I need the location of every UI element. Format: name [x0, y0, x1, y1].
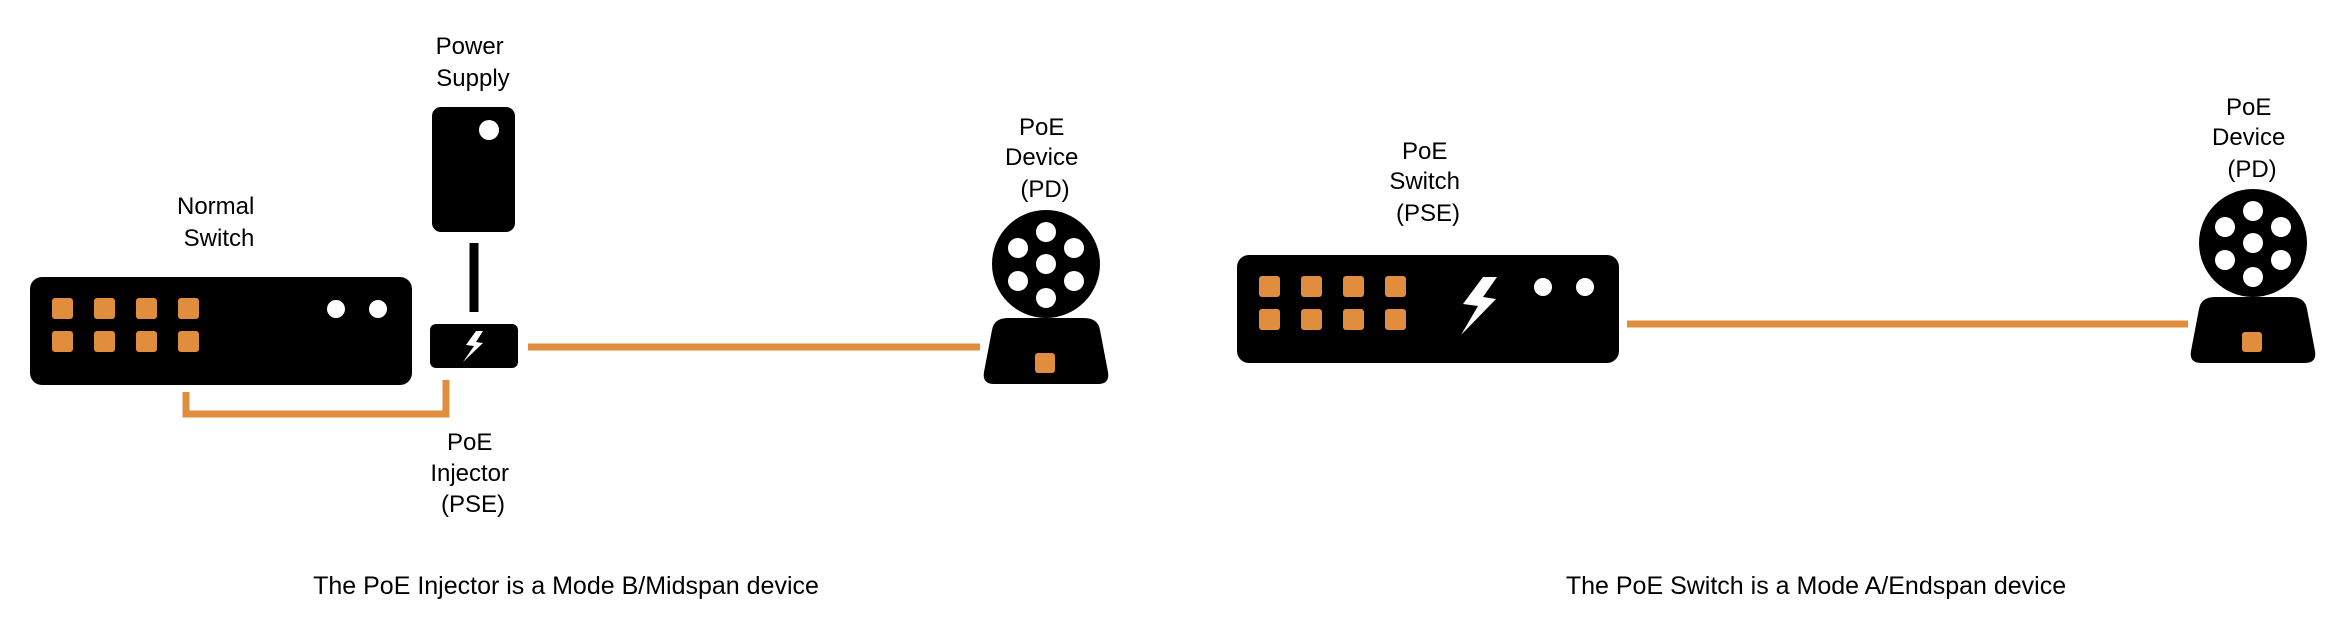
status-led [369, 300, 387, 318]
poe-injector-label: PoE Injector (PSE) [430, 429, 515, 518]
status-led [1576, 278, 1594, 296]
switch-port [136, 331, 157, 352]
lens-dot [2243, 267, 2263, 287]
switch-port [1301, 309, 1322, 330]
poe-switch-icon [1237, 255, 1619, 363]
left-caption: The PoE Injector is a Mode B/Midspan dev… [313, 572, 819, 600]
switch-port [1343, 276, 1364, 297]
switch-port [52, 298, 73, 319]
poe-switch-label: PoE Switch (PSE) [1389, 138, 1466, 227]
left-poe-device-label: PoE Device (PD) [1005, 114, 1085, 203]
poe-device-icon [2190, 189, 2316, 363]
device-body [2190, 297, 2316, 363]
device-body [983, 318, 1109, 384]
right-scenario: PoE Switch (PSE) PoE Device (PD) [1237, 94, 2316, 600]
lens-dot [1008, 271, 1028, 291]
switch-port [178, 298, 199, 319]
network-switch-icon [30, 277, 412, 385]
right-caption: The PoE Switch is a Mode A/Endspan devic… [1566, 572, 2066, 600]
lens-dot [2215, 217, 2235, 237]
power-supply-label: Power Supply [436, 33, 511, 92]
lens-dot [1064, 271, 1084, 291]
poe-device-icon [983, 210, 1109, 384]
left-scenario: Normal Switch Power Supply [30, 33, 1109, 600]
power-brick-icon [432, 107, 515, 232]
lightning-bolt-icon [1461, 277, 1497, 335]
normal-switch-label: Normal Switch [177, 193, 261, 252]
power-supply-indicator [479, 120, 499, 140]
normal-switch-body [30, 277, 412, 385]
switch-port [1385, 309, 1406, 330]
switch-port [1259, 276, 1280, 297]
switch-port [1301, 276, 1322, 297]
status-led [1534, 278, 1552, 296]
lens-dot [1064, 238, 1084, 258]
switch-port [94, 298, 115, 319]
lens-dot [2271, 250, 2291, 270]
lens-dot [2215, 250, 2235, 270]
poe-switch-body [1237, 255, 1619, 363]
lens-dot [1036, 222, 1056, 242]
device-port [2242, 332, 2262, 352]
device-port [1035, 353, 1055, 373]
lens-dot [2243, 233, 2263, 253]
switch-port [1385, 276, 1406, 297]
lens-dot [1036, 288, 1056, 308]
lightning-bolt-icon [463, 331, 483, 362]
switch-port [52, 331, 73, 352]
poe-injector-icon [430, 324, 518, 368]
lens-dot [1036, 254, 1056, 274]
switch-port [94, 331, 115, 352]
switch-port [136, 298, 157, 319]
switch-port [178, 331, 199, 352]
lens-dot [2271, 217, 2291, 237]
switch-port [1259, 309, 1280, 330]
status-led [327, 300, 345, 318]
switch-port [1343, 309, 1364, 330]
switch-to-injector-cable [182, 380, 450, 418]
lens-dot [1008, 238, 1028, 258]
right-poe-device-label: PoE Device (PD) [2212, 94, 2292, 183]
lens-dot [2243, 201, 2263, 221]
power-supply-body [432, 107, 515, 232]
